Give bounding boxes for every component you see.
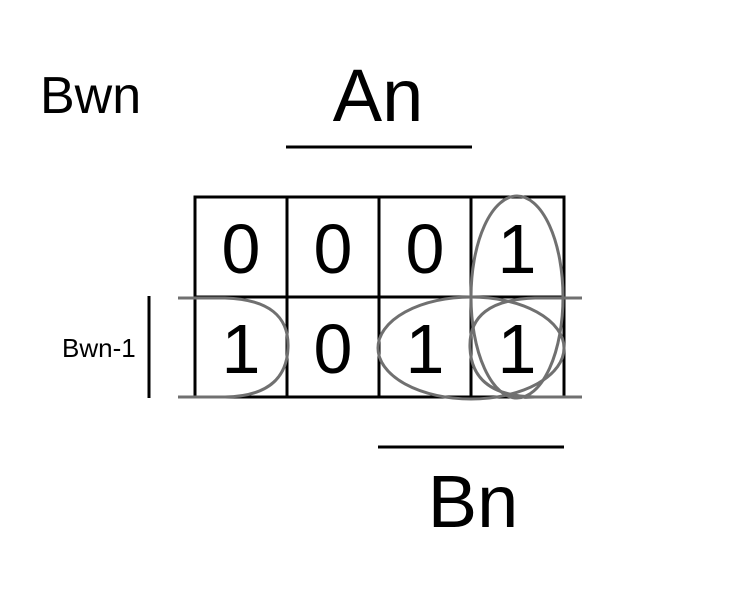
kmap-cell: 1 <box>406 310 445 388</box>
kmap-cell: 1 <box>498 310 537 388</box>
kmap-groupings <box>178 194 582 401</box>
kmap-cell: 0 <box>314 210 353 288</box>
column-variable-label-bottom: Bn <box>428 460 519 543</box>
kmap-cell: 0 <box>314 310 353 388</box>
kmap-cell: 0 <box>406 210 445 288</box>
kmap-cells: 0 0 0 1 1 0 1 1 <box>222 210 537 388</box>
grouping-loop-wrap-right <box>468 296 582 399</box>
output-label: Bwn <box>40 67 141 125</box>
grouping-loop-wrap-left <box>178 296 290 399</box>
kmap-cell: 0 <box>222 210 261 288</box>
grouping-loop-horizontal <box>376 295 566 401</box>
column-variable-label-top: An <box>333 54 424 137</box>
kmap-cell: 1 <box>222 310 261 388</box>
kmap-cell: 1 <box>498 210 537 288</box>
row-variable-label: Bwn-1 <box>62 333 136 363</box>
